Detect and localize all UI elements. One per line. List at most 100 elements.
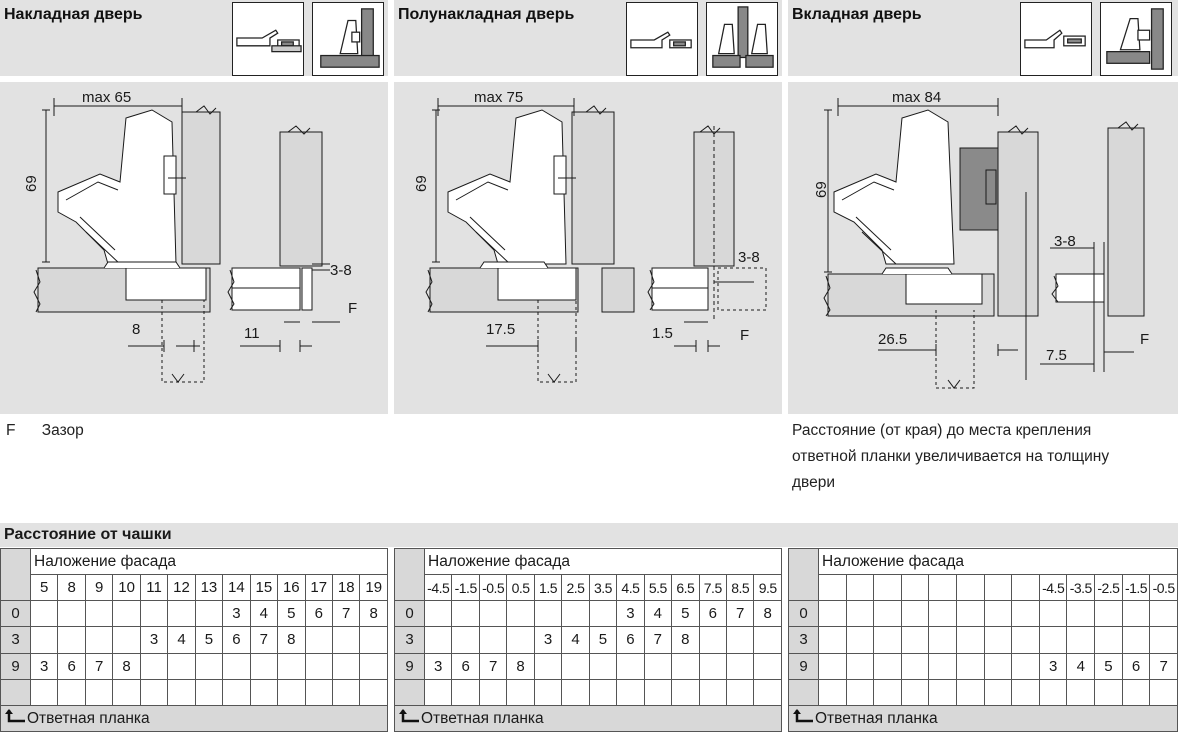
distance-value-cell — [900, 600, 930, 628]
overlay-value-cell: 5.5 — [643, 574, 673, 602]
distance-value-cell — [818, 600, 847, 628]
distance-value-cell — [359, 626, 388, 654]
distance-value-cell — [139, 678, 169, 706]
distance-value-cell — [983, 600, 1013, 628]
row-label-cell: 0 — [788, 600, 819, 628]
distance-value-cell — [818, 678, 847, 706]
overlay-value-cell: 13 — [194, 574, 224, 602]
distance-value-cell: 8 — [753, 600, 782, 628]
overlay-value-cell — [1011, 574, 1040, 602]
distance-value-cell — [588, 652, 618, 680]
panel-header-inset: Вкладная дверь — [788, 0, 1178, 76]
distance-value-cell — [956, 678, 985, 706]
overlay-value-cell: 12 — [167, 574, 196, 602]
distance-value-cell: 5 — [1094, 652, 1123, 680]
distance-value-cell — [616, 678, 645, 706]
overlay-value-cell: -4.5 — [423, 574, 453, 602]
table-row: 3 — [788, 626, 1178, 654]
distance-value-cell — [331, 678, 361, 706]
overlay-value-cell: 11 — [139, 574, 169, 602]
row-label-cell: 9 — [0, 652, 31, 680]
distance-value-cell — [928, 678, 958, 706]
overlay-value-cell: 5 — [29, 574, 59, 602]
corner-cell — [0, 547, 31, 602]
overlay-header: Наложение фасада — [818, 547, 1178, 576]
distance-value-cell — [194, 678, 224, 706]
distance-value-cell: 3 — [222, 600, 251, 628]
distance-value-cell — [956, 600, 985, 628]
distance-value-cell — [277, 678, 306, 706]
distance-value-cell — [57, 600, 86, 628]
distance-value-cell — [139, 600, 169, 628]
strike-plate-label: Ответная планка — [815, 709, 938, 727]
distance-value-cell — [983, 652, 1013, 680]
distance-value-cell — [1011, 678, 1040, 706]
distance-value-cell: 7 — [249, 626, 279, 654]
gap-range-label: 3-8 — [1054, 233, 1076, 250]
panel-title: Вкладная дверь — [792, 6, 922, 23]
gap-f-label: F — [1140, 331, 1149, 348]
distance-value-cell — [873, 678, 902, 706]
distance-value-cell: 7 — [1149, 652, 1178, 680]
distance-label: 17.5 — [486, 321, 515, 338]
row-label-cell: 0 — [394, 600, 425, 628]
distance-value-cell — [561, 600, 590, 628]
door-overlay-icon — [312, 2, 384, 76]
distance-value-cell: 3 — [1038, 652, 1068, 680]
distance-value-cell — [506, 600, 535, 628]
distance-value-cell: 5 — [277, 600, 306, 628]
distance-value-cell — [478, 678, 508, 706]
distance-value-cell — [29, 678, 59, 706]
distance-value-cell — [643, 652, 673, 680]
overlay-value-cell: -2.5 — [1094, 574, 1123, 602]
offset-label: 1.5 — [652, 325, 673, 342]
distance-value-cell — [533, 678, 563, 706]
distance-value-cell — [900, 678, 930, 706]
panel-title: Полунакладная дверь — [398, 6, 575, 23]
distance-value-cell: 3 — [139, 626, 169, 654]
max-dimension-label: max 75 — [474, 89, 523, 106]
distance-value-cell — [1121, 600, 1151, 628]
distance-value-cell — [29, 600, 59, 628]
overlay-value-cell — [983, 574, 1013, 602]
distance-value-cell — [671, 652, 700, 680]
row-label-cell — [0, 678, 31, 706]
distance-value-cell — [194, 652, 224, 680]
distance-value-cell — [1011, 652, 1040, 680]
max-dimension-label: max 65 — [82, 89, 131, 106]
strike-plate-footer: Ответная планка — [0, 704, 388, 732]
overlay-value-cell: 3.5 — [588, 574, 618, 602]
distance-value-cell: 7 — [84, 652, 114, 680]
distance-value-cell — [112, 600, 141, 628]
distance-value-cell: 4 — [167, 626, 196, 654]
panel-header-overlay: Накладная дверь — [0, 0, 388, 76]
overlay-value-cell — [818, 574, 847, 602]
distance-value-cell — [29, 626, 59, 654]
panel-header-half-overlay: Полунакладная дверь — [394, 0, 782, 76]
distance-label: 26.5 — [878, 331, 907, 348]
distance-value-cell — [956, 652, 985, 680]
overlay-value-cell: -0.5 — [1149, 574, 1178, 602]
distance-value-cell — [725, 652, 755, 680]
distance-value-cell — [725, 626, 755, 654]
distance-value-cell: 6 — [1121, 652, 1151, 680]
distance-value-cell — [561, 652, 590, 680]
distance-value-cell — [1094, 600, 1123, 628]
overlay-value-cell: 9 — [84, 574, 114, 602]
max-dimension-label: max 84 — [892, 89, 941, 106]
overlay-value-cell: 17 — [304, 574, 333, 602]
row-label-cell: 3 — [394, 626, 425, 654]
hinge-side-icon — [232, 2, 304, 76]
distance-value-cell — [304, 652, 333, 680]
strike-plate-label: Ответная планка — [27, 709, 150, 727]
distance-value-cell — [1038, 678, 1068, 706]
distance-value-cell — [873, 652, 902, 680]
distance-value-cell — [698, 626, 727, 654]
